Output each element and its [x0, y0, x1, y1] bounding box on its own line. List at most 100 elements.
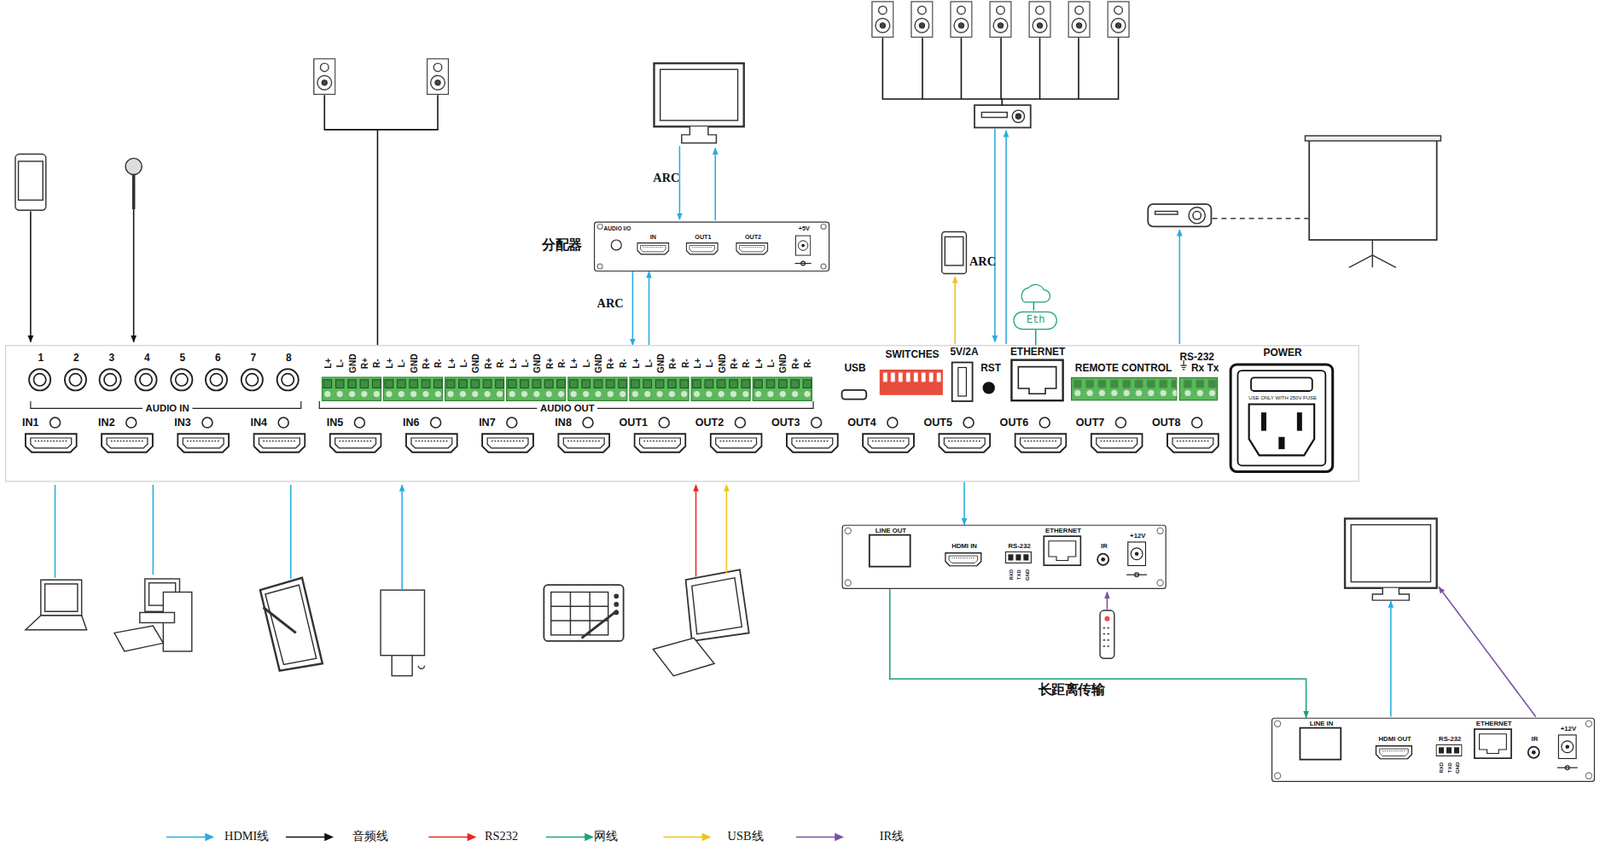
port-label: L- — [520, 359, 530, 368]
port-label: USB — [843, 363, 866, 375]
port-label: IN8 — [554, 416, 572, 428]
port-label: IN1 — [22, 416, 40, 428]
box-label: OUT2 — [744, 233, 762, 241]
legend-label: HDMI线 — [224, 829, 270, 843]
port-label: L+ — [447, 358, 457, 369]
port-label: OUT4 — [847, 416, 877, 428]
port-label: R+ — [729, 357, 739, 369]
port-label: IN4 — [250, 416, 268, 428]
legend-label: IR线 — [879, 829, 905, 843]
signal-wires — [30, 37, 1536, 716]
port-label: OUT3 — [771, 416, 801, 428]
legend-swatch — [796, 832, 845, 843]
legend-swatch — [428, 832, 478, 843]
box-label: LINE IN — [1309, 720, 1334, 728]
port-label: L+ — [508, 358, 518, 369]
port-label: IN6 — [402, 416, 420, 428]
port-label: RST — [980, 363, 1001, 375]
port-label: L- — [644, 359, 654, 368]
port-label: R+ — [360, 357, 371, 369]
port-label: R- — [619, 358, 629, 368]
port-label: L+ — [754, 358, 764, 369]
port-label: Rx Tx — [1191, 363, 1220, 375]
port-label: USE ONLY WITH 250V FUSE — [1248, 395, 1317, 401]
box-label: +12V — [1129, 532, 1146, 540]
edge-label: ARC — [593, 296, 627, 310]
port-label: L- — [397, 359, 408, 368]
port-label: 8 — [285, 353, 292, 365]
port-label: POWER — [1263, 348, 1303, 360]
port-label: L- — [336, 359, 346, 368]
box-label: RXD — [1439, 762, 1445, 774]
port-label: R- — [434, 358, 444, 368]
box-label: RS-232 — [1007, 542, 1030, 550]
port-label: R- — [372, 358, 383, 368]
port-label: SWITCHES — [884, 349, 939, 361]
box-label: AUDIO I/O — [604, 226, 632, 233]
port-label: GND — [656, 353, 666, 373]
legend-label: USB线 — [727, 829, 764, 843]
audio-out-terminals — [321, 377, 812, 402]
port-label: IN5 — [326, 416, 344, 428]
connector — [632, 271, 635, 345]
box-label: Eth — [1026, 315, 1046, 327]
port-label: R+ — [483, 357, 494, 369]
port-label: IN2 — [98, 416, 116, 428]
port-label: L- — [459, 359, 469, 368]
port-label: OUT6 — [1000, 416, 1030, 428]
port-label: GND — [594, 353, 605, 373]
port-label: L- — [767, 359, 777, 368]
port-label: GND — [533, 353, 543, 373]
connection-label: ARC — [652, 171, 680, 185]
port-label: R+ — [668, 357, 678, 369]
box-label: GND — [1024, 569, 1030, 581]
box-label: OUT1 — [694, 233, 711, 241]
connection-label: ARC — [969, 255, 996, 268]
connector — [963, 481, 966, 524]
box-label: IR — [1531, 735, 1539, 743]
port-label: R+ — [545, 357, 555, 369]
port-label: R- — [680, 358, 691, 368]
box-label: 分配器 — [541, 238, 582, 252]
legend-label: RS232 — [484, 829, 518, 843]
port-label: 1 — [38, 353, 45, 365]
box-label: HDMI IN — [951, 542, 978, 550]
matrix-panel: 12345678AUDIO INL+L-GNDR+R-L+L-GNDR+R-L+… — [5, 344, 1360, 482]
legend-swatch — [546, 832, 595, 843]
port-label: L+ — [385, 358, 396, 369]
cloud-icon — [1021, 284, 1050, 303]
port-label: R+ — [791, 357, 802, 369]
port-label: R- — [742, 358, 752, 368]
extender-ports — [844, 527, 1592, 779]
port-label: 2 — [73, 353, 80, 365]
connector — [1035, 329, 1037, 345]
port-label: 3 — [108, 353, 115, 365]
port-label: L- — [581, 359, 592, 368]
port-label: R- — [495, 358, 506, 368]
port-label: GND — [717, 353, 728, 373]
port-label: L+ — [324, 358, 334, 369]
device-icons — [15, 1, 1442, 676]
box-label: +12V — [1560, 725, 1577, 733]
network-bubble: Eth — [1012, 311, 1057, 331]
port-label: OUT8 — [1152, 416, 1182, 428]
splitter-box: 分配器AUDIO I/OINOUT1OUT2+5V — [593, 221, 830, 272]
connector — [648, 271, 651, 345]
port-label: OUT5 — [923, 416, 953, 428]
port-label: OUT1 — [619, 416, 649, 428]
port-label: L+ — [570, 358, 580, 369]
port-label: GND — [471, 353, 482, 373]
legend-label: 音频线 — [352, 829, 390, 843]
box-label: IR — [1100, 542, 1108, 550]
splitter-ports — [597, 223, 827, 269]
receiver-box: LINE INHDMI OUTRS-232RXDTXDGNDETHERNETIR… — [1271, 717, 1595, 782]
audio-in-jacks — [29, 368, 299, 390]
port-label: IN3 — [174, 416, 192, 428]
port-label: GND — [779, 353, 789, 373]
port-label: R+ — [606, 357, 617, 369]
port-label: 7 — [250, 353, 256, 365]
port-label: L- — [705, 359, 716, 368]
box-label: IN — [650, 233, 657, 241]
port-label: OUT7 — [1076, 416, 1106, 428]
port-label: 6 — [215, 353, 222, 365]
